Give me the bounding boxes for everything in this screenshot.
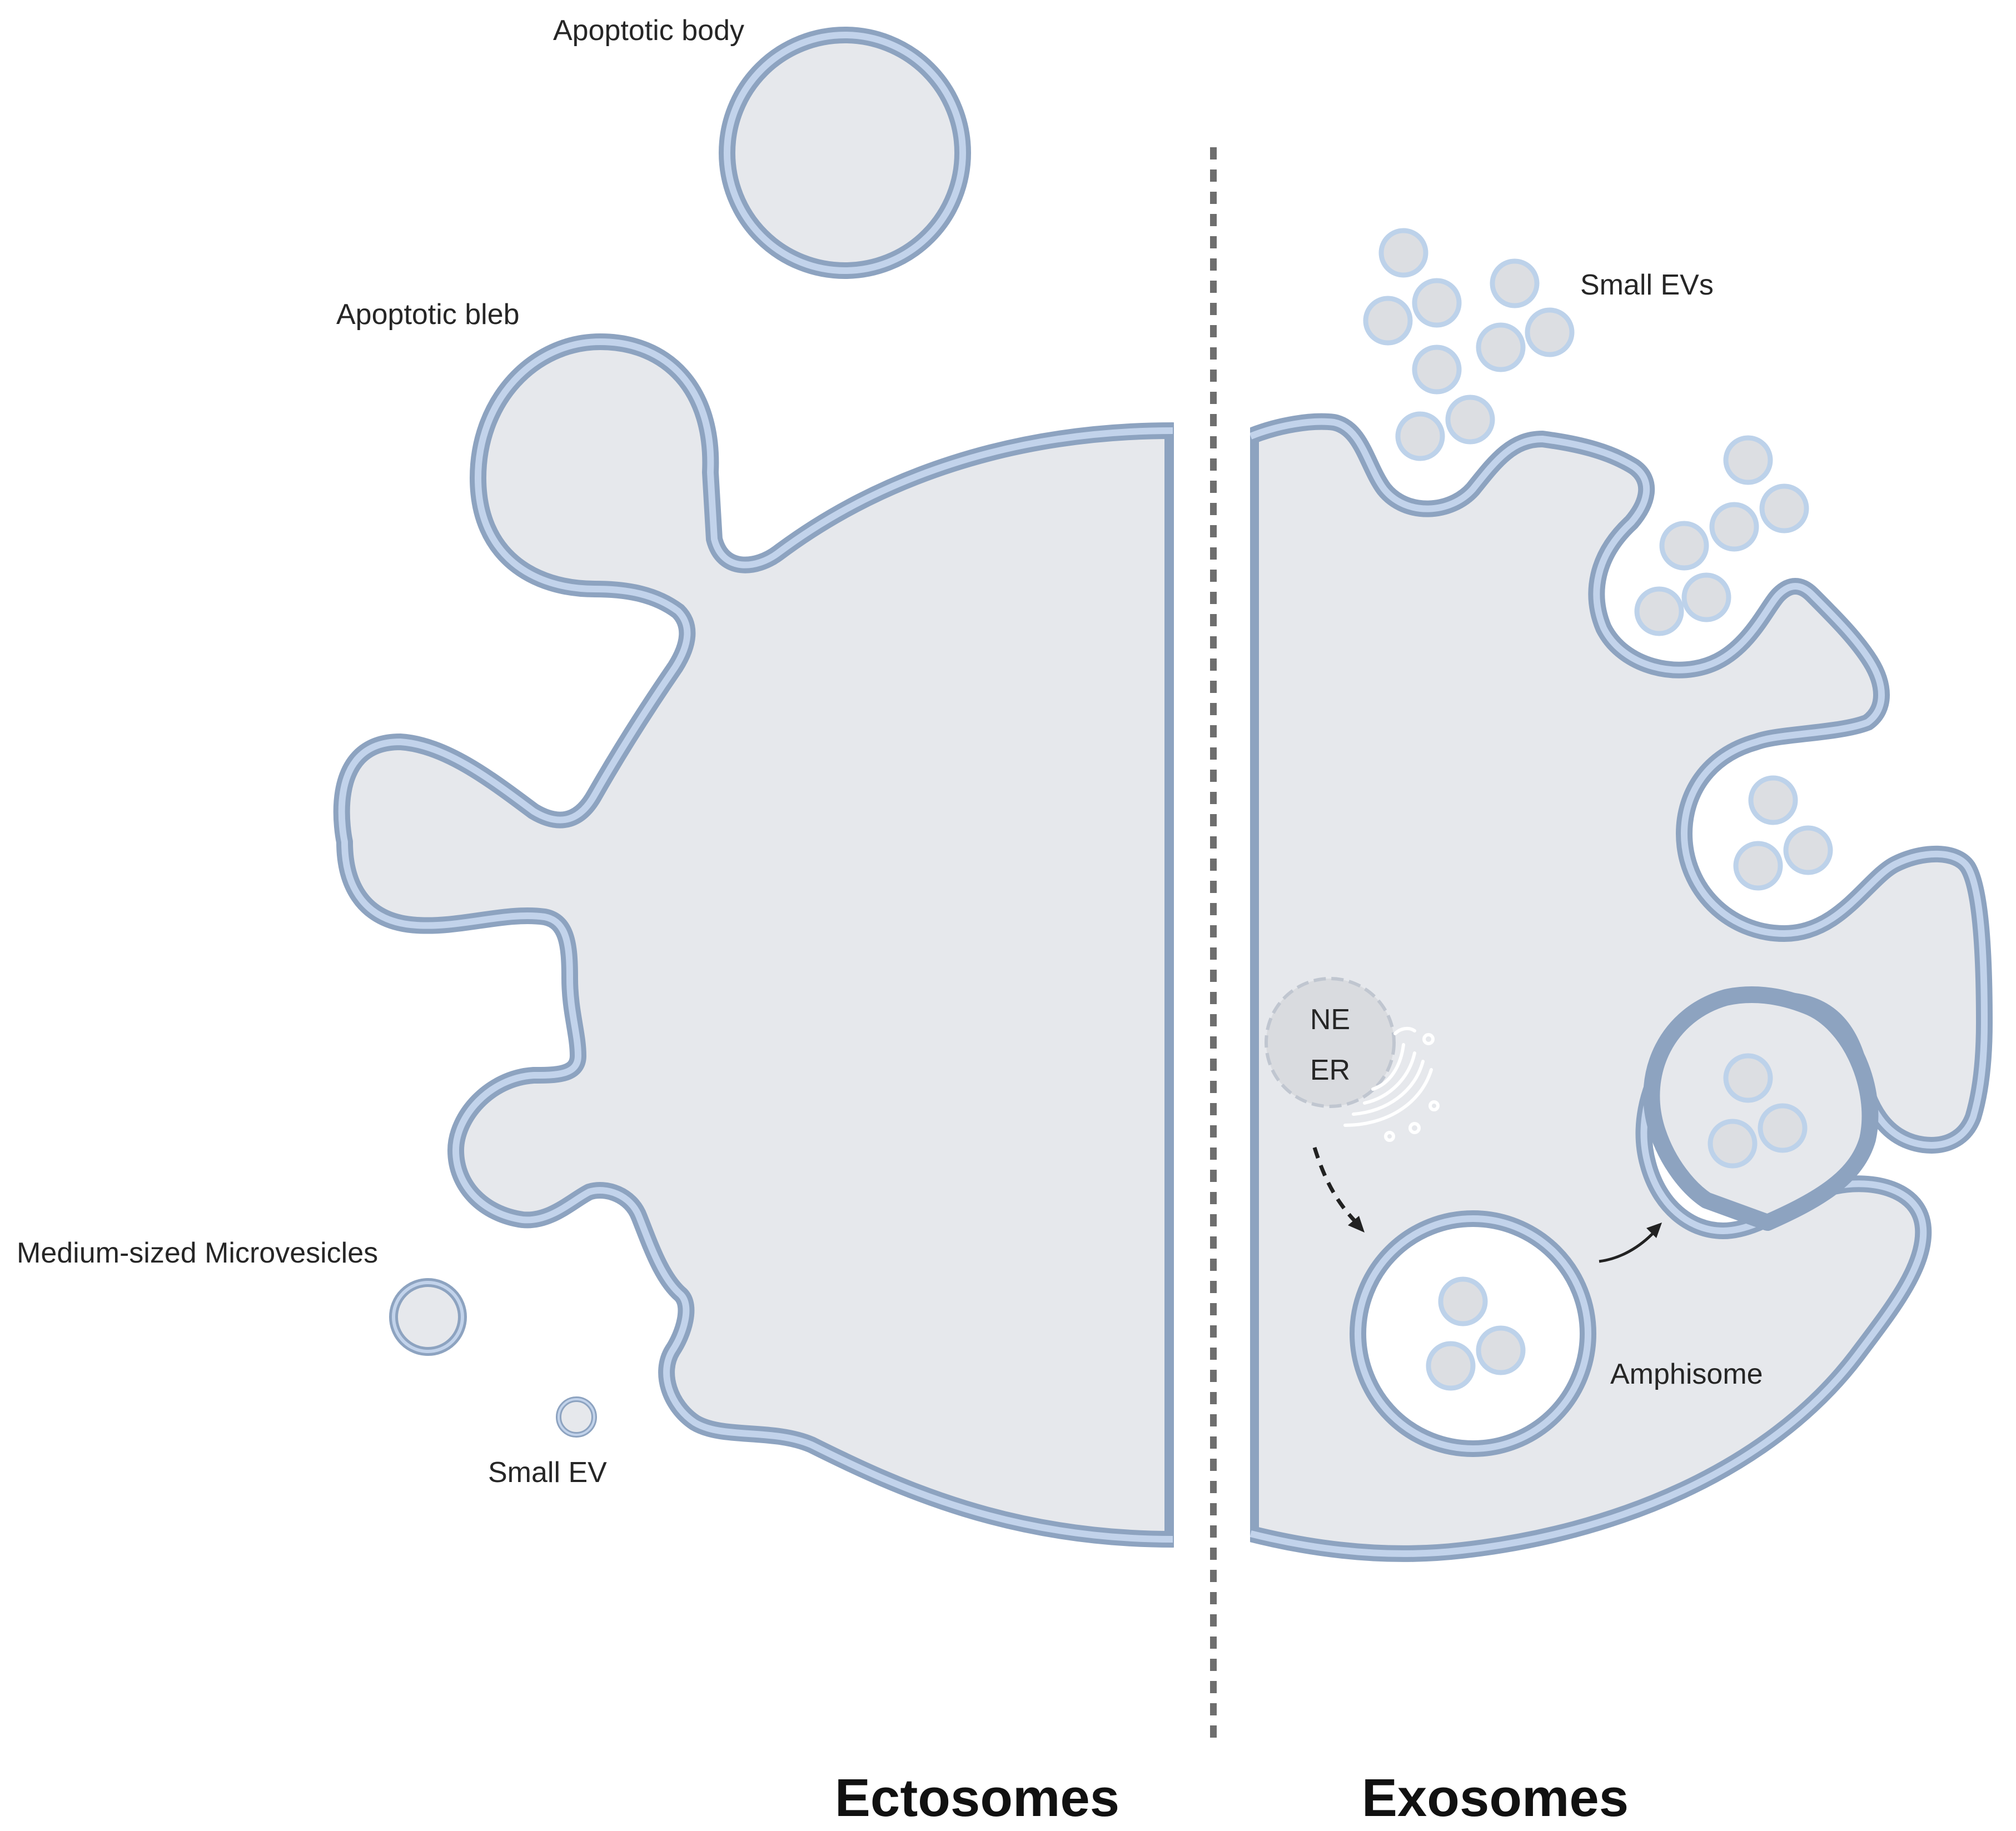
label-ne: NE <box>1310 1004 1350 1036</box>
title-ectosomes: Ectosomes <box>835 1768 1119 1828</box>
small-ev-vesicle <box>1395 411 1445 461</box>
multivesicular-body <box>1643 986 1879 1231</box>
apoptotic-body <box>719 27 971 279</box>
small-ev-vesicle <box>1708 1119 1758 1169</box>
er-cisternae <box>1343 1026 1440 1142</box>
small-ev-vesicle <box>1426 1341 1476 1391</box>
small-ev-vesicle <box>1723 1053 1773 1103</box>
medium-microvesicle <box>389 1278 467 1356</box>
small-ev-vesicle <box>1412 278 1462 328</box>
label-small-evs: Small EVs <box>1580 269 1714 301</box>
small-ev-vesicle <box>1748 775 1798 825</box>
small-ev-vesicle <box>1378 228 1428 278</box>
small-ev-vesicle <box>1681 572 1731 622</box>
small-ev-left <box>556 1396 597 1438</box>
label-small-ev: Small EV <box>488 1456 607 1489</box>
small-ev-vesicle <box>1758 1103 1808 1153</box>
label-apoptotic-body: Apoptotic body <box>553 14 744 47</box>
ne-er-organelle <box>1265 977 1440 1142</box>
label-medium-microvesicles: Medium-sized Microvesicles <box>17 1237 378 1269</box>
small-ev-vesicle <box>1659 521 1709 571</box>
ectosome-cell <box>333 333 1207 1556</box>
small-ev-vesicle <box>1525 307 1575 357</box>
small-ev-vesicle <box>1733 841 1783 891</box>
small-ev-group <box>1363 228 1833 1391</box>
small-ev-vesicle <box>1709 502 1759 552</box>
small-ev-vesicle <box>1490 258 1540 308</box>
amphisome <box>1350 1210 1596 1457</box>
small-ev-vesicle <box>1476 322 1526 372</box>
small-ev-vesicle <box>1438 1276 1488 1326</box>
small-ev-vesicle <box>1634 586 1684 636</box>
small-ev-vesicle <box>1759 483 1809 533</box>
small-ev-vesicle <box>1476 1325 1526 1375</box>
secretion-arrow <box>1599 1223 1662 1263</box>
label-amphisome: Amphisome <box>1610 1358 1763 1390</box>
small-ev-vesicle <box>1412 345 1462 395</box>
small-ev-vesicle <box>1723 435 1773 485</box>
small-ev-vesicle <box>1445 395 1495 445</box>
label-er: ER <box>1310 1054 1350 1086</box>
label-apoptotic-bleb: Apoptotic bleb <box>336 298 520 331</box>
autophagy-arrow <box>1312 1146 1365 1233</box>
small-ev-vesicle <box>1363 296 1413 346</box>
small-ev-vesicle <box>1783 825 1833 875</box>
title-exosomes: Exosomes <box>1362 1768 1629 1828</box>
